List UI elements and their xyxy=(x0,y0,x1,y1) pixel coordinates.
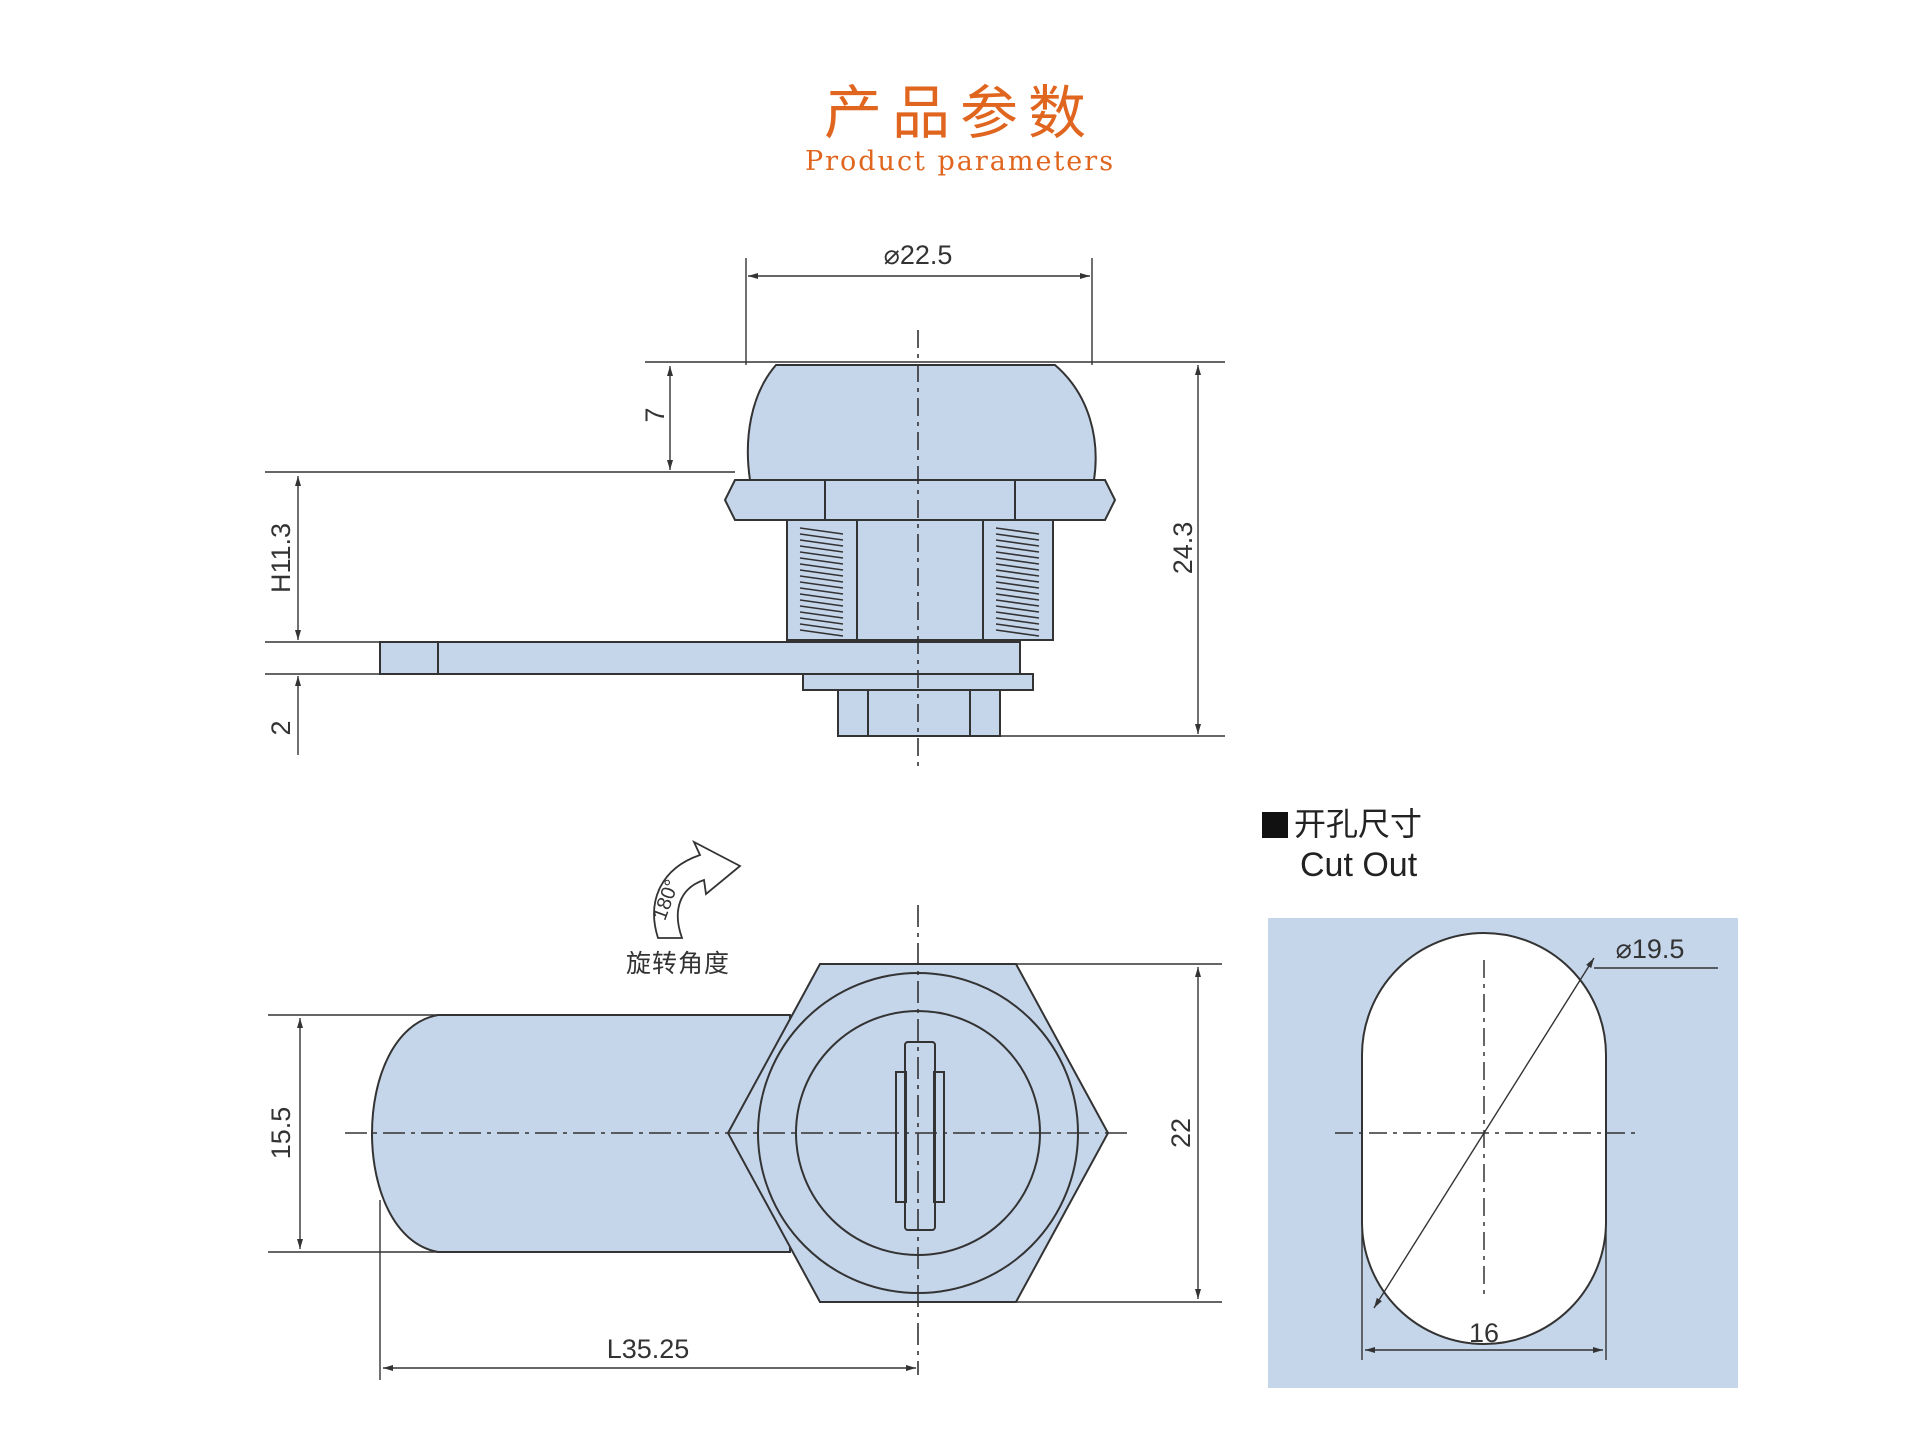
cutout-label-zh: 开孔尺寸 xyxy=(1294,805,1423,843)
dim-cutout-flat: 16 xyxy=(1469,1318,1499,1348)
dim-cutout-diameter: ⌀19.5 xyxy=(1616,934,1685,964)
dim-cam-width: 15.5 xyxy=(266,1107,296,1160)
square-bullet-icon xyxy=(1262,812,1288,838)
dim-thickness: 2 xyxy=(266,720,296,735)
key-slot xyxy=(904,1041,936,1231)
side-thread-left xyxy=(786,519,858,641)
rotation-label: 旋转角度 xyxy=(626,949,731,978)
dim-hex-height: 22 xyxy=(1166,1118,1196,1148)
dim-total-height: 24.3 xyxy=(1168,522,1198,575)
side-view xyxy=(379,364,1117,737)
dim-length: L35.25 xyxy=(607,1334,690,1364)
dim-h: H11.3 xyxy=(266,523,296,593)
cutout-label-en: Cut Out xyxy=(1300,846,1418,884)
side-hex-nut xyxy=(723,479,1117,521)
dim-side-diameter: ⌀22.5 xyxy=(884,240,953,270)
side-bottom-nut xyxy=(837,689,1001,737)
dim-cap-height: 7 xyxy=(640,407,670,422)
thread-teeth xyxy=(799,527,844,637)
side-thread-right xyxy=(982,519,1054,641)
thread-teeth xyxy=(995,527,1040,637)
page-subtitle: Product parameters xyxy=(804,146,1116,177)
page-title: 产品参数 xyxy=(823,79,1096,147)
rotation-arrow-icon xyxy=(653,839,742,939)
side-cap xyxy=(746,364,1097,481)
side-body-core xyxy=(856,519,984,641)
side-cam-plate xyxy=(379,641,1021,675)
cutout-label: 开孔尺寸 xyxy=(1262,804,1422,844)
